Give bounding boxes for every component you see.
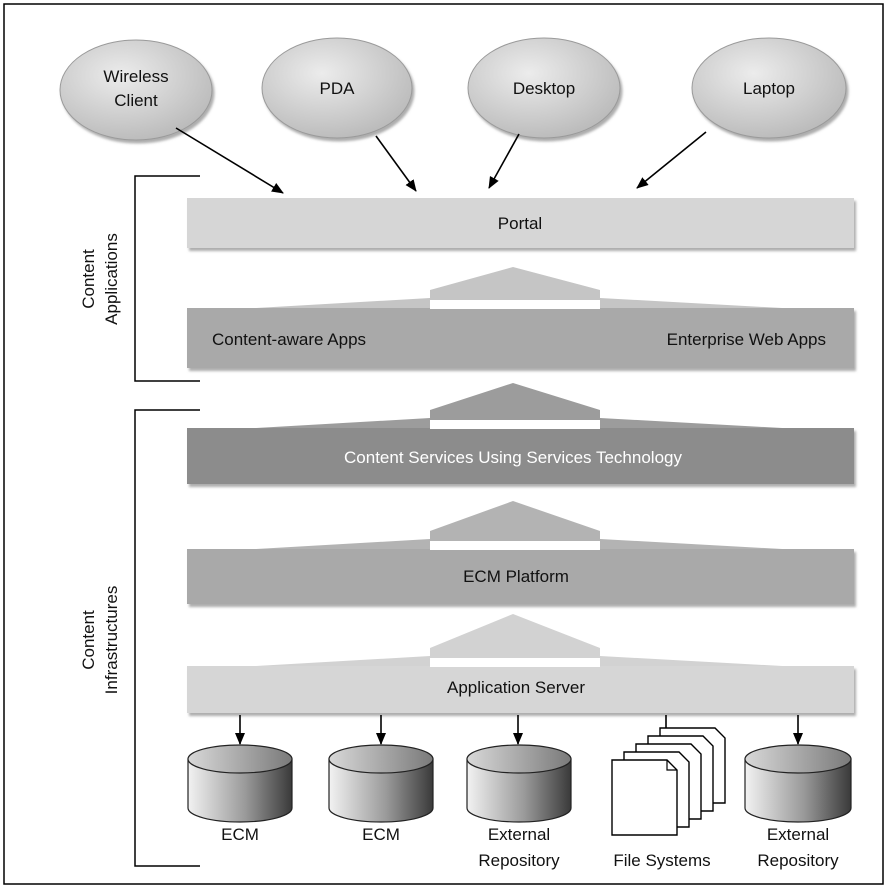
services-gap bbox=[430, 420, 600, 429]
platform-gap bbox=[430, 541, 600, 550]
svg-text:External: External bbox=[767, 825, 829, 844]
client-oval bbox=[691, 37, 847, 139]
svg-text:Wireless: Wireless bbox=[103, 67, 168, 86]
svg-text:Content: Content bbox=[79, 249, 98, 309]
repository-file-systems: File Systems bbox=[611, 727, 726, 870]
enterprise-web-apps-label: Enterprise Web Apps bbox=[667, 330, 826, 349]
apps-bar bbox=[187, 308, 854, 368]
portal-label: Portal bbox=[498, 214, 542, 233]
database-icon bbox=[466, 744, 572, 774]
content-applications-label: Content Applications bbox=[79, 233, 121, 325]
content-infrastructures-bracket bbox=[134, 409, 200, 867]
svg-text:Infrastructures: Infrastructures bbox=[102, 586, 121, 695]
svg-text:Laptop: Laptop bbox=[743, 79, 795, 98]
apps-layer: Content-aware Apps Enterprise Web Apps bbox=[187, 300, 854, 368]
up-arrow-to-apps bbox=[187, 383, 854, 432]
repository-external-2: External Repository bbox=[744, 744, 852, 870]
client-pda: PDA bbox=[261, 37, 413, 139]
content-services-layer: Content Services Using Services Technolo… bbox=[187, 420, 854, 484]
svg-text:ECM: ECM bbox=[362, 825, 400, 844]
portal-layer: Portal bbox=[187, 198, 854, 248]
content-applications-bracket bbox=[134, 175, 200, 382]
svg-text:Desktop: Desktop bbox=[513, 79, 575, 98]
ecm-platform-bar bbox=[187, 549, 854, 604]
ecm-platform-layer: ECM Platform bbox=[187, 541, 854, 604]
application-server-bar bbox=[187, 666, 854, 713]
svg-text:Content: Content bbox=[79, 610, 98, 670]
content-infrastructures-label: Content Infrastructures bbox=[79, 586, 121, 695]
repository-external-1: External Repository bbox=[466, 744, 572, 870]
application-server-layer: Application Server bbox=[187, 658, 854, 713]
arrow-pda-to-portal bbox=[375, 135, 417, 192]
client-wireless-client: Wireless Client bbox=[59, 39, 213, 141]
repository-ecm-1: ECM bbox=[187, 744, 293, 844]
file-stack-icon bbox=[611, 727, 726, 836]
content-aware-apps-label: Content-aware Apps bbox=[212, 330, 366, 349]
database-icon bbox=[328, 744, 434, 774]
svg-text:External: External bbox=[488, 825, 550, 844]
arrow-wireless-to-portal bbox=[175, 127, 284, 194]
svg-text:Repository: Repository bbox=[757, 851, 839, 870]
client-desktop: Desktop bbox=[467, 37, 621, 139]
client-oval bbox=[59, 39, 213, 141]
svg-text:PDA: PDA bbox=[320, 79, 356, 98]
client-oval bbox=[467, 37, 621, 139]
client-laptop: Laptop bbox=[691, 37, 847, 139]
arrow-laptop-to-portal bbox=[636, 131, 707, 189]
content-services-label: Content Services Using Services Technolo… bbox=[344, 448, 682, 467]
apps-gap bbox=[430, 300, 600, 309]
arrow-desktop-to-portal bbox=[488, 133, 520, 189]
portal-bar bbox=[187, 198, 854, 248]
server-gap bbox=[430, 658, 600, 667]
up-arrow-to-services bbox=[187, 501, 854, 553]
repository-ecm-2: ECM bbox=[328, 744, 434, 844]
application-server-label: Application Server bbox=[447, 678, 585, 697]
svg-text:Applications: Applications bbox=[102, 233, 121, 325]
svg-text:File Systems: File Systems bbox=[613, 851, 710, 870]
ecm-platform-label: ECM Platform bbox=[463, 567, 569, 586]
up-arrow-to-portal bbox=[187, 267, 854, 312]
up-arrow-to-platform bbox=[187, 614, 854, 670]
svg-text:ECM: ECM bbox=[221, 825, 259, 844]
database-icon bbox=[187, 744, 293, 774]
database-icon bbox=[744, 744, 852, 774]
client-oval bbox=[261, 37, 413, 139]
content-services-bar bbox=[187, 428, 854, 484]
svg-text:Client: Client bbox=[114, 91, 158, 110]
svg-text:Repository: Repository bbox=[478, 851, 560, 870]
